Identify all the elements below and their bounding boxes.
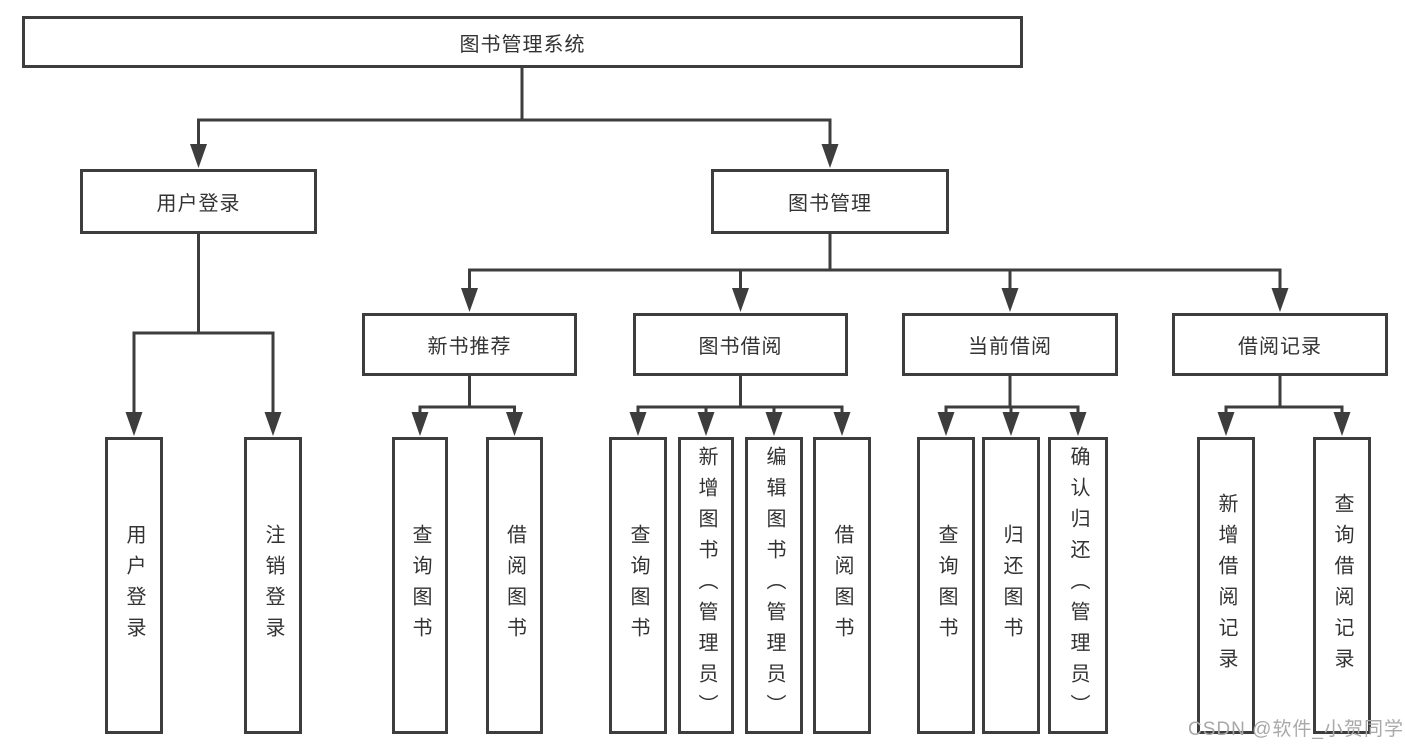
leaf-return-book: 归还图书 — [982, 437, 1040, 734]
node-current-borrow: 当前借阅 — [902, 313, 1118, 376]
node-borrow-records: 借阅记录 — [1172, 313, 1388, 376]
leaf-logout: 注销登录 — [244, 437, 302, 734]
leaf-user-login-label: 用户登录 — [123, 523, 145, 648]
node-new-book-recommend: 新书推荐 — [362, 313, 577, 376]
node-book-management: 图书管理 — [711, 169, 949, 234]
leaf-recommend-query-book-label: 查询图书 — [409, 523, 431, 648]
leaf-add-borrow-record-label: 新增借阅记录 — [1215, 492, 1237, 679]
leaf-edit-book-admin: 编辑图书（管理员） — [745, 437, 803, 734]
leaf-logout-label: 注销登录 — [262, 523, 284, 648]
leaf-borrow-book-label: 借阅图书 — [831, 523, 853, 648]
leaf-recommend-borrow-book: 借阅图书 — [486, 437, 543, 734]
node-user-login: 用户登录 — [80, 169, 317, 234]
leaf-confirm-return-admin-label: 确认归还（管理员） — [1067, 446, 1089, 725]
node-root: 图书管理系统 — [22, 16, 1023, 68]
leaf-recommend-borrow-book-label: 借阅图书 — [503, 523, 526, 648]
leaf-add-borrow-record: 新增借阅记录 — [1197, 437, 1255, 734]
leaf-query-borrow-record: 查询借阅记录 — [1313, 437, 1371, 734]
node-book-borrow: 图书借阅 — [633, 313, 848, 376]
leaf-borrow-query-book: 查询图书 — [609, 437, 667, 734]
csdn-watermark: CSDN @软件_小贺同学 — [1188, 719, 1404, 740]
leaf-edit-book-admin-label: 编辑图书（管理员） — [763, 446, 785, 725]
leaf-add-book-admin: 新增图书（管理员） — [678, 437, 734, 734]
leaf-query-borrow-record-label: 查询借阅记录 — [1331, 492, 1353, 679]
leaf-return-book-label: 归还图书 — [1000, 523, 1022, 648]
leaf-user-login: 用户登录 — [105, 437, 163, 734]
leaf-current-query-book-label: 查询图书 — [935, 523, 957, 648]
leaf-add-book-admin-label: 新增图书（管理员） — [695, 446, 717, 725]
leaf-confirm-return-admin: 确认归还（管理员） — [1048, 437, 1108, 734]
leaf-recommend-query-book: 查询图书 — [392, 437, 448, 734]
leaf-borrow-query-book-label: 查询图书 — [627, 523, 649, 648]
leaf-current-query-book: 查询图书 — [917, 437, 975, 734]
leaf-borrow-book: 借阅图书 — [813, 437, 871, 734]
